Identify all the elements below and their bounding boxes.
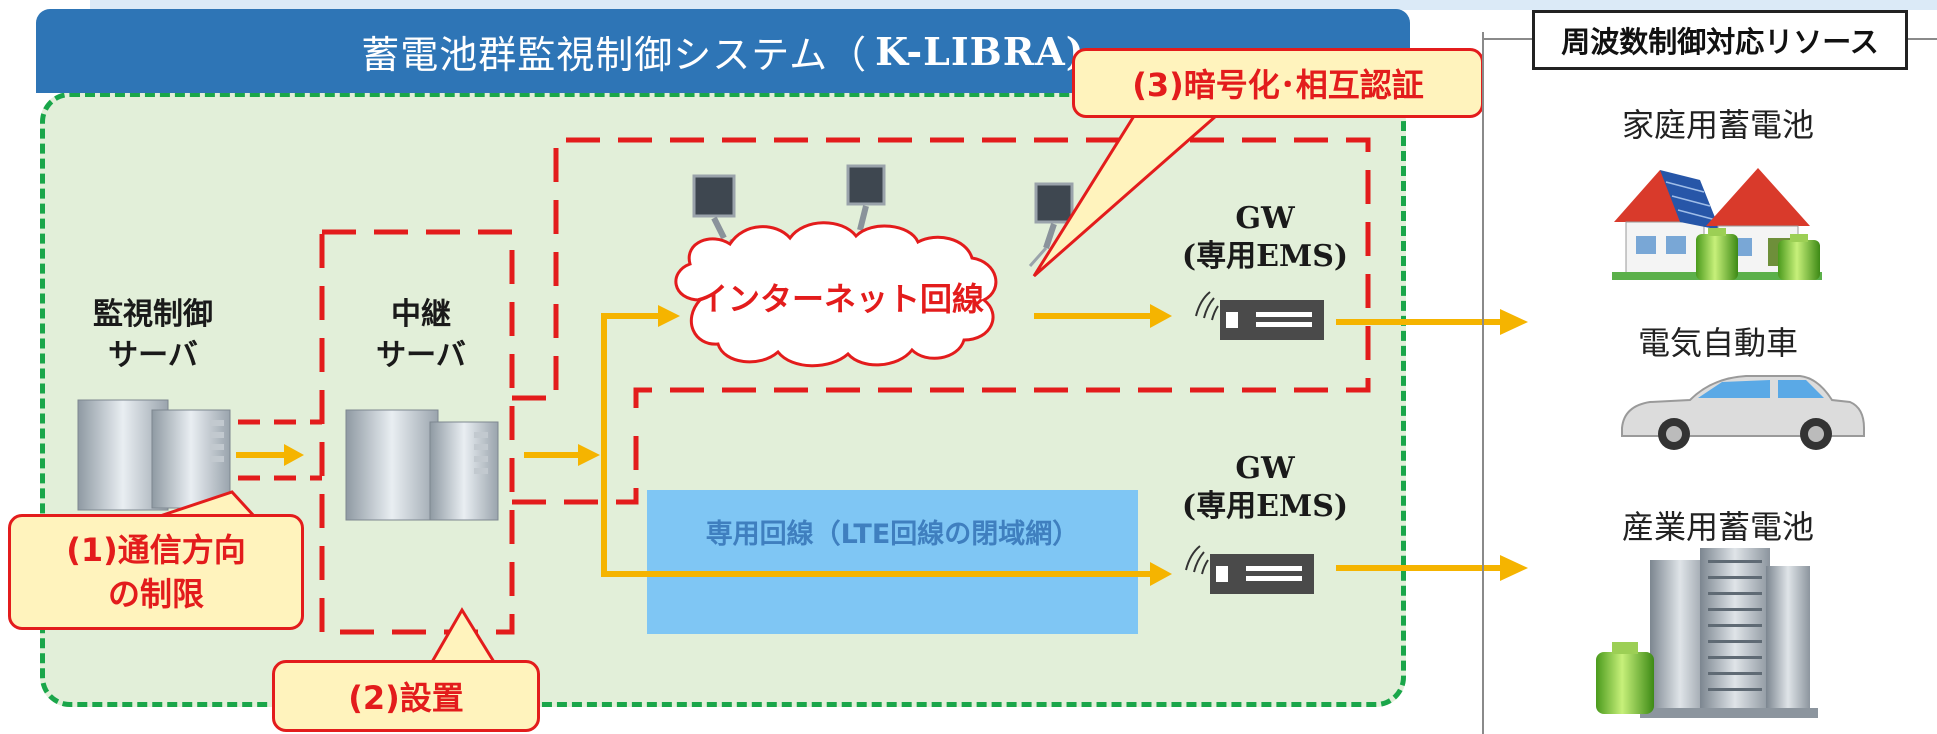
- resource-home-battery: 家庭用蓄電池: [1621, 106, 1814, 144]
- monitor-server-line2: サーバ: [108, 338, 198, 373]
- relay-server-line2: サーバ: [376, 338, 466, 373]
- callout2-text: (2)設置: [348, 679, 464, 717]
- gw-bottom-line1: GW: [1235, 451, 1295, 486]
- car-icon: [1621, 375, 1865, 450]
- building-icon: [1640, 548, 1818, 718]
- top-strip: [90, 0, 1937, 10]
- arrows: [236, 313, 1500, 577]
- pc-terminal-icon: [846, 164, 886, 245]
- battery-icon: [1778, 234, 1820, 280]
- gateway-device-icon: [1210, 554, 1314, 594]
- pc-terminal-icon: [692, 174, 749, 258]
- gw-bottom-label: GW (専用EMS): [1160, 450, 1370, 526]
- resource-title: 周波数制御対応リソース: [1532, 10, 1908, 70]
- internet-zone: [512, 137, 1371, 420]
- callout-communication-direction: (1)通信方向 の制限: [8, 514, 304, 630]
- dedicated-line-box: 専用回線（LTE回線の閉域網）: [647, 490, 1138, 634]
- arrowheads: [284, 304, 1528, 586]
- callout-encryption-auth: (3)暗号化･相互認証: [1072, 48, 1484, 118]
- wireless-icon: [1185, 545, 1209, 575]
- wireless-icon: [1195, 291, 1219, 321]
- gateway-device-icon: [1220, 300, 1324, 340]
- relay-server-line1: 中継: [391, 297, 451, 332]
- callout3-text: (3)暗号化･相互認証: [1132, 66, 1424, 104]
- gw-top-label: GW (専用EMS): [1160, 200, 1370, 276]
- battery-icon: [1596, 642, 1654, 714]
- header-title-code: K-LIBRA): [875, 28, 1085, 74]
- relay-lte-dash: [512, 420, 639, 505]
- monitor-server-label: 監視制御 サーバ: [58, 294, 248, 376]
- monitor-server-line1: 監視制御: [93, 297, 213, 332]
- internet-cloud: [674, 221, 998, 368]
- server-icon: [77, 399, 231, 511]
- callout1-line2: の制限: [107, 575, 204, 613]
- resource-title-connector-left: [1484, 38, 1532, 40]
- gw-top-line1: GW: [1235, 201, 1295, 236]
- monitor-link-zone: [238, 419, 322, 481]
- header-title-prefix: 蓄電池群監視制御システム（: [361, 32, 868, 77]
- dedicated-line-label: 専用回線（LTE回線の閉域網）: [705, 519, 1080, 550]
- gw-top-line2: (専用EMS): [1181, 239, 1349, 274]
- resource-industrial-battery: 産業用蓄電池: [1621, 508, 1814, 546]
- server-icon: [345, 409, 499, 521]
- relay-server-label: 中継 サーバ: [346, 294, 496, 376]
- gw-bottom-line2: (専用EMS): [1181, 489, 1349, 524]
- resource-divider: [1482, 32, 1484, 734]
- callout-installation: (2)設置: [272, 660, 540, 732]
- callout1-line1: (1)通信方向: [66, 531, 246, 569]
- resource-title-connector-right: [1908, 38, 1937, 40]
- callout2-tail: [429, 607, 497, 664]
- internet-label: インターネット回線: [695, 280, 984, 318]
- battery-icon: [1696, 228, 1738, 280]
- system-area-border: [40, 92, 1406, 707]
- resource-ev: 電気自動車: [1637, 324, 1798, 362]
- relay-server-zone: [319, 229, 515, 635]
- pc-terminal-icon: [1028, 182, 1074, 267]
